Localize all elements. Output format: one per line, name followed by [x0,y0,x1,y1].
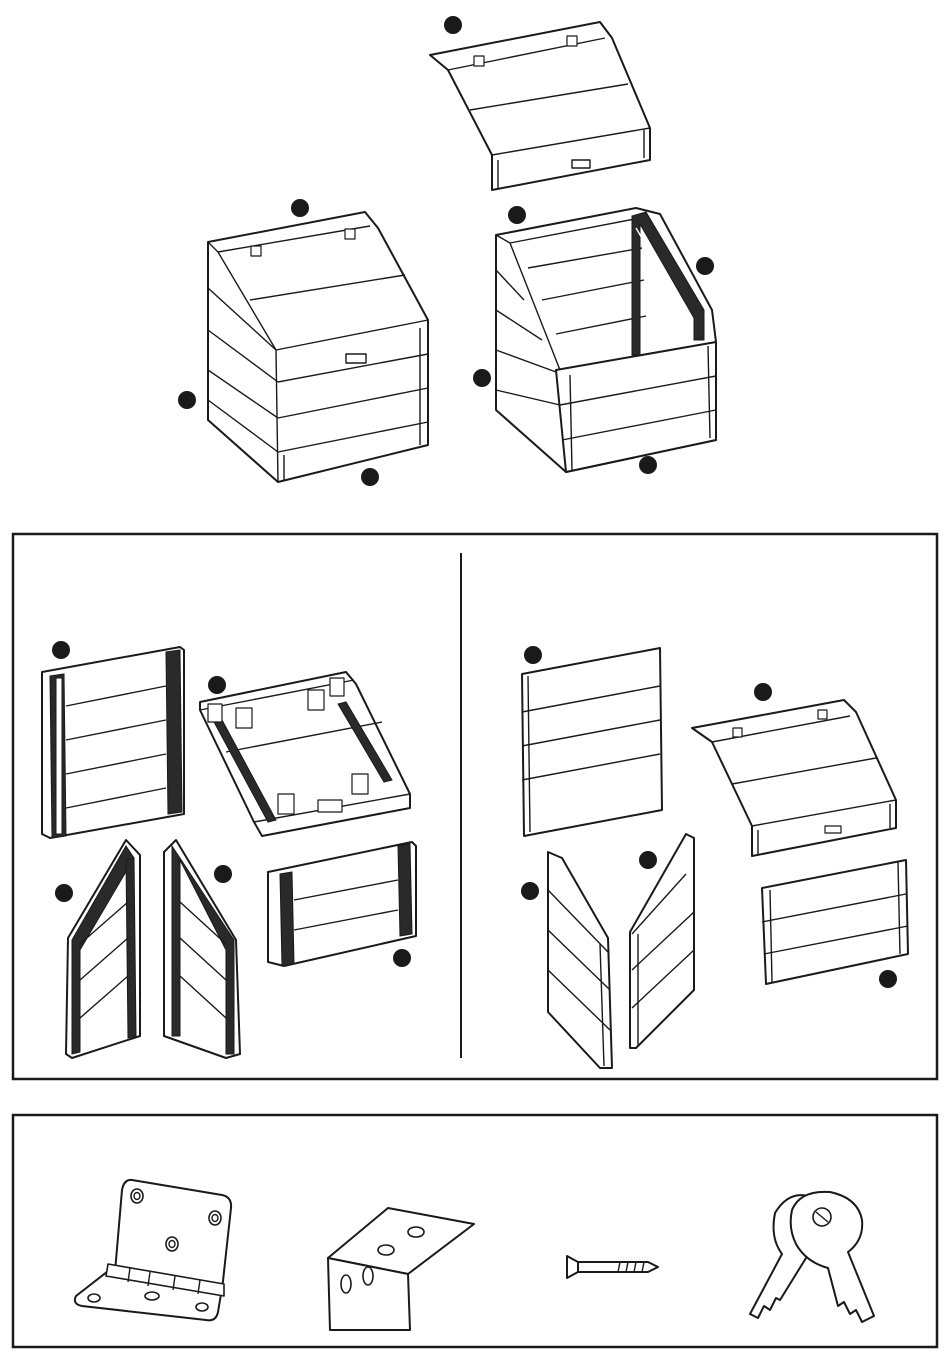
lid-hinge [474,56,484,66]
callout-marker [208,676,226,694]
callout-marker [393,949,411,967]
side-panel-left-framed [66,840,140,1058]
side-panel-right-plain [630,834,694,1048]
callout-marker [639,851,657,869]
bin-open [496,208,716,472]
bin-hinge [345,229,355,239]
bin-closed [208,212,428,482]
callout-marker [696,257,714,275]
back-panel-plain [522,648,662,836]
angle-bracket-icon [328,1208,474,1330]
screw-icon [567,1256,658,1278]
callout-marker [52,641,70,659]
bin-hinge [251,246,261,256]
callout-marker [473,369,491,387]
callout-marker [521,882,539,900]
lid-top [692,700,896,856]
callout-marker [524,646,542,664]
front-panel-framed [268,842,416,966]
lid-underside [200,672,410,836]
lid-hinge [567,36,577,46]
back-panel-framed [42,647,184,838]
callout-marker [879,970,897,988]
callout-marker [754,683,772,701]
callout-marker [214,865,232,883]
callout-marker [55,884,73,902]
callout-marker [444,16,462,34]
callout-marker [291,199,309,217]
lid-handle-slot [572,160,590,168]
front-panel-plain [762,860,908,984]
bin-handle-slot [346,354,366,363]
callout-marker [508,206,526,224]
lid-assembled [430,22,650,190]
hinge-icon [75,1180,231,1320]
callout-marker [361,468,379,486]
keys-icon [750,1192,874,1322]
callout-marker [178,391,196,409]
callout-marker [639,456,657,474]
side-panel-left-plain [548,852,612,1068]
